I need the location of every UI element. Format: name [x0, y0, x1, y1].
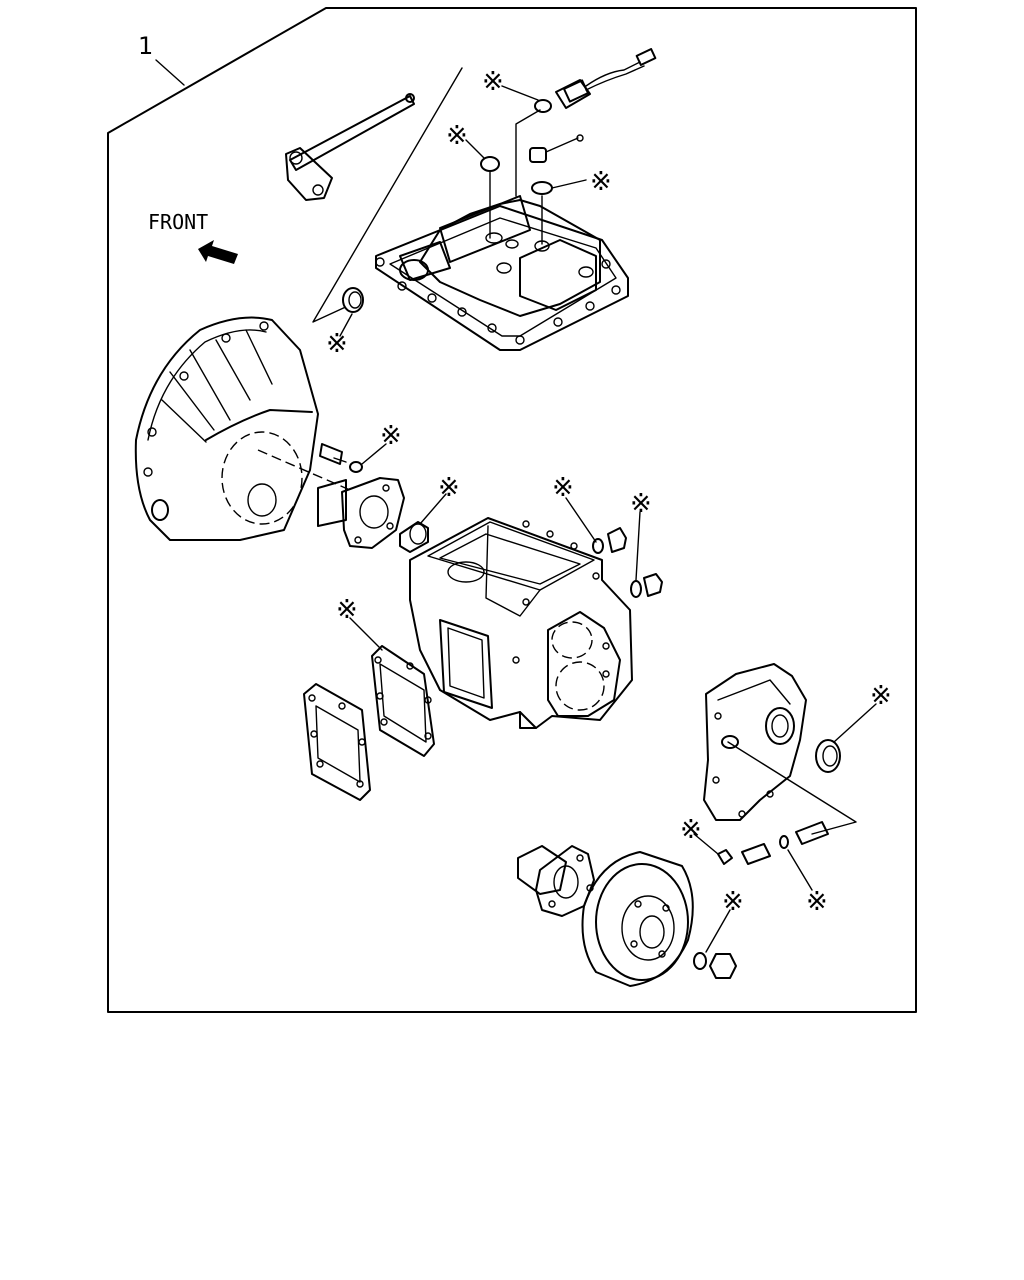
shift-rod: [285, 93, 415, 201]
leader-line: [419, 493, 447, 525]
drain-plug: [607, 527, 627, 553]
leader-line: [501, 85, 539, 101]
rear-extension: [703, 663, 807, 821]
cover-group-leader: [312, 67, 463, 323]
bearing-retainer: [317, 477, 405, 549]
seal-marker: ※: [482, 67, 504, 97]
clutch-housing: [134, 316, 319, 541]
callout-number: 1: [138, 32, 153, 60]
leader-line: [339, 313, 353, 337]
lock-nut: [709, 953, 737, 979]
seal-marker: ※: [336, 595, 358, 625]
washer: [480, 156, 500, 172]
oil-seal: [342, 287, 364, 313]
speedometer-driven-gear: [741, 843, 771, 865]
pto-gasket: [371, 645, 435, 757]
leader-line: [551, 179, 587, 189]
seal-marker: ※: [722, 887, 744, 917]
oil-seal: [815, 739, 841, 773]
washer: [693, 952, 707, 970]
washer: [534, 99, 552, 113]
sleeve: [717, 849, 733, 865]
seal-marker: ※: [590, 167, 612, 197]
gasket-washer: [592, 538, 604, 554]
front-label: FRONT: [148, 210, 208, 234]
washer: [531, 181, 553, 195]
seal-marker: ※: [438, 473, 460, 503]
pto-cover: [303, 683, 371, 801]
seal-marker: ※: [680, 815, 702, 845]
leader-line: [349, 617, 383, 651]
leader-line: [833, 703, 877, 743]
leader-line: [465, 139, 485, 159]
leader-line: [635, 511, 641, 581]
housing-bolt: [319, 443, 347, 465]
seal-marker: ※: [552, 473, 574, 503]
seal-marker: ※: [380, 421, 402, 451]
seal-marker: ※: [326, 329, 348, 359]
seal-marker: ※: [870, 681, 892, 711]
washer: [349, 461, 363, 473]
neutral-switch: [555, 48, 657, 109]
transmission-case: [409, 517, 633, 729]
arrow-left-icon: [198, 240, 238, 264]
top-cover: [375, 195, 629, 351]
leader-line: [693, 833, 719, 855]
gasket-washer: [630, 580, 642, 598]
leader-line: [361, 443, 387, 465]
leader-line: [565, 497, 597, 543]
leader-line: [705, 909, 731, 953]
filler-plug: [643, 573, 663, 597]
leader-line: [787, 849, 813, 891]
seal-marker: ※: [630, 489, 652, 519]
callout-leader: [155, 59, 185, 86]
diagram-frame: [107, 7, 917, 1013]
leader-line: [515, 109, 541, 197]
brake-drum: [581, 851, 694, 987]
o-ring: [779, 835, 789, 849]
seal-marker: ※: [446, 121, 468, 151]
speedometer-shaft: [795, 821, 829, 845]
breather-bolt: [529, 134, 584, 163]
oil-seal: [399, 521, 429, 553]
seal-marker: ※: [806, 887, 828, 917]
companion-flange: [517, 845, 595, 917]
